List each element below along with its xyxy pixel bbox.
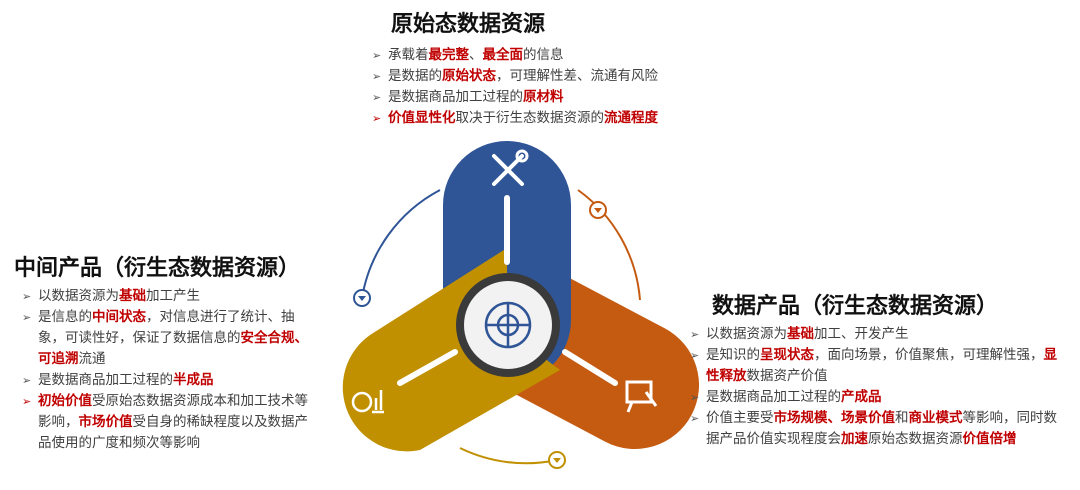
bullet-text: 数据资产价值 (746, 368, 828, 384)
bullet-item: ➢ 是数据的原始状态，可理解性差、流通有风险 (372, 66, 752, 87)
bullet-text: 等影响，同时数据产品价值实现程度会 (706, 410, 1057, 447)
highlight-text: 商业模式 (908, 410, 963, 426)
bullet-text: 的信息 (523, 47, 564, 63)
bullet-item: ➢ 是数据商品加工过程的半成品 (22, 370, 318, 391)
bullet-arrow-icon: ➢ (690, 328, 700, 341)
bullet-text: 承载着 (388, 47, 429, 63)
bullet-text: 流通 (78, 351, 106, 367)
bullet-item: ➢ 是数据商品加工过程的原材料 (372, 87, 752, 108)
bullet-text: 加工、开发产生 (814, 326, 909, 342)
bullet-item: ➢ 价值显性化取决于衍生态数据资源的流通程度 (372, 108, 752, 129)
bullet-item: ➢ 价值主要受市场规模、场景价值和商业模式等影响，同时数据产品价值实现程度会加速原… (690, 408, 1062, 450)
bullet-text: 是知识的 (706, 347, 760, 363)
highlight-text: 中间状态 (92, 309, 146, 325)
bullet-arrow-icon: ➢ (22, 290, 32, 303)
bullet-arrow-icon: ➢ (690, 349, 700, 362)
bullet-text: 是信息的 (38, 309, 92, 325)
bullet-text: 价值主要受 (706, 410, 774, 426)
orbit-marker-yellow (548, 451, 566, 469)
right-section-list: ➢ 以数据资源为基础加工、开发产生 ➢ 是知识的呈现状态，面向场景，价值聚焦，可理解性… (690, 324, 1062, 450)
bullet-item: ➢ 初始价值受原始态数据资源成本和加工技术等影响，市场价值受自身的稀缺程度以及数据… (22, 391, 318, 454)
chart-growth-icon (351, 390, 384, 414)
highlight-text: 流通程度 (604, 110, 658, 126)
highlight-text: 最全面 (482, 47, 524, 63)
highlight-text: 最完整 (428, 47, 470, 63)
orbit-arc-orange (577, 189, 641, 301)
bullet-arrow-icon: ➢ (372, 70, 382, 83)
globe-network-icon (484, 301, 532, 349)
bullet-text: ，面向场景，价值聚焦，可理解性强， (814, 347, 1044, 363)
orbit-arc-blue (361, 189, 441, 299)
bullet-text: 取决于衍生态数据资源的 (455, 110, 605, 126)
right-section-title: 数据产品（衍生态数据资源） (712, 294, 999, 319)
bullet-item: ➢ 以数据资源为基础加工产生 (22, 286, 318, 307)
bullet-text: 和 (895, 410, 909, 426)
bullet-arrow-icon: ➢ (690, 412, 700, 425)
tools-icon (492, 149, 529, 186)
highlight-text: 加速 (841, 431, 868, 447)
highlight-text: 呈现状态 (760, 347, 814, 363)
highlight-text: 价值倍增 (962, 431, 1017, 447)
bullet-arrow-icon: ➢ (372, 112, 382, 125)
highlight-text: 市场价值 (78, 414, 133, 430)
presentation-board-icon (625, 380, 658, 413)
highlight-text: 价值显性化 (388, 110, 456, 126)
bullet-item: ➢ 承载着最完整、最全面的信息 (372, 45, 752, 66)
bullet-text: 以数据资源为 (706, 326, 787, 342)
bullet-text: 以数据资源为 (38, 288, 119, 304)
bullet-text: ，对信息进行了统计、抽象，可读性好，保证了数据信息的 (38, 309, 295, 346)
left-section-title: 中间产品（衍生态数据资源） (14, 256, 301, 281)
bullet-text: 、 (469, 47, 483, 63)
highlight-text: 初始价值 (38, 393, 92, 409)
highlight-text: 基础 (119, 288, 146, 304)
bullet-text: ，可理解性差、流通有风险 (496, 68, 658, 84)
top-section-title: 原始态数据资源 (391, 12, 546, 37)
left-section-list: ➢ 以数据资源为基础加工产生 ➢ 是信息的中间状态，对信息进行了统计、抽象，可读性好，… (22, 286, 318, 454)
highlight-text: 安全合规、可追溯 (38, 330, 308, 367)
bullet-text: 加工产生 (146, 288, 200, 304)
bullet-arrow-icon: ➢ (690, 391, 700, 404)
highlight-text: 市场规模、场景价值 (773, 410, 896, 426)
bullet-arrow-icon: ➢ (22, 395, 32, 408)
highlight-text: 基础 (787, 326, 814, 342)
highlight-text: 半成品 (173, 372, 214, 388)
highlight-text: 原材料 (523, 89, 564, 105)
bullet-text: 是数据商品加工过程的 (388, 89, 523, 105)
bullet-item: ➢ 是信息的中间状态，对信息进行了统计、抽象，可读性好，保证了数据信息的安全合规、… (22, 307, 318, 370)
bullet-text: 受自身的稀缺程度以及数据产品使用的广度和频次等影响 (38, 414, 308, 451)
bullet-text: 是数据商品加工过程的 (706, 389, 841, 405)
bullet-text: 原始态数据资源 (868, 431, 963, 447)
highlight-text: 产成品 (841, 389, 882, 405)
orbit-arc-yellow (459, 447, 558, 465)
bullet-item: ➢ 以数据资源为基础加工、开发产生 (690, 324, 1062, 345)
bullet-arrow-icon: ➢ (372, 49, 382, 62)
orbit-marker-orange (589, 201, 607, 219)
bullet-text: 受原始态数据资源成本和加工技术等影响， (38, 393, 308, 430)
bullet-text: 是数据商品加工过程的 (38, 372, 173, 388)
highlight-text: 显性释放 (706, 347, 1057, 384)
bullet-arrow-icon: ➢ (22, 311, 32, 324)
bullet-arrow-icon: ➢ (22, 374, 32, 387)
bullet-text: 是数据的 (388, 68, 442, 84)
bullet-item: ➢ 是数据商品加工过程的产成品 (690, 387, 1062, 408)
bullet-item: ➢ 是知识的呈现状态，面向场景，价值聚焦，可理解性强，显性释放数据资产价值 (690, 345, 1062, 387)
top-section-list: ➢ 承载着最完整、最全面的信息 ➢ 是数据的原始状态，可理解性差、流通有风险 ➢ 是数据商… (372, 45, 752, 129)
bullet-arrow-icon: ➢ (372, 91, 382, 104)
orbit-marker-blue (353, 289, 371, 307)
highlight-text: 原始状态 (442, 68, 496, 84)
